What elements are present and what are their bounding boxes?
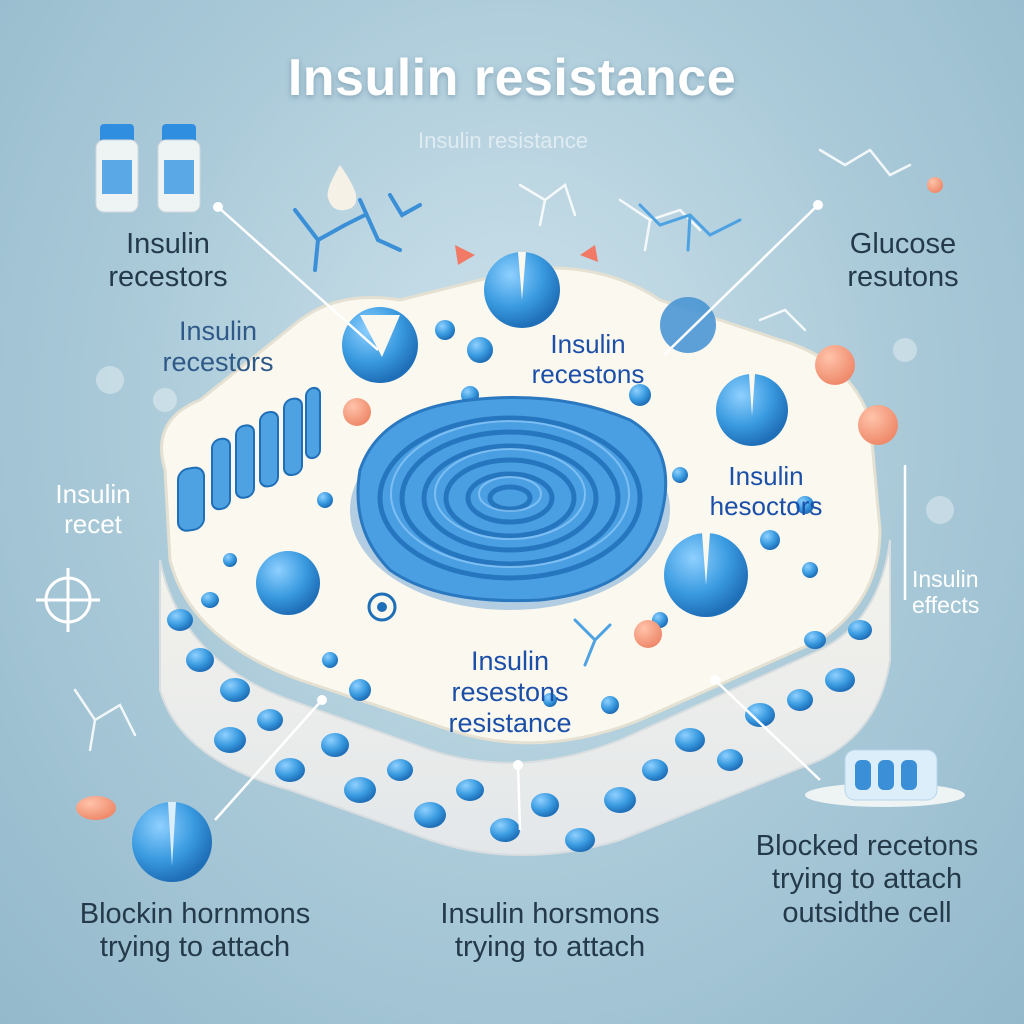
ghost-subtitle: Insulin resistance xyxy=(418,128,588,153)
label-cell-center: Insulin resestons resistance xyxy=(448,646,572,739)
molecule-icon xyxy=(293,193,422,272)
vial-icon xyxy=(95,124,201,213)
label-top-right: Glucose resutons xyxy=(847,228,959,294)
endoplasmic-reticulum xyxy=(177,386,321,532)
vesicle xyxy=(256,551,320,615)
label-bottom-left: Blockin hornmons trying to attach xyxy=(79,898,311,964)
pointer-dots xyxy=(213,200,823,770)
label-cell-top: Insulin recestons xyxy=(531,329,645,389)
receptor-left xyxy=(342,307,418,383)
ghost-figures xyxy=(96,338,954,524)
cell-side-wall xyxy=(159,539,891,856)
molecule-blue-sketch xyxy=(573,203,742,667)
receptor-outside-right xyxy=(660,297,716,353)
cytoplasm-particles xyxy=(223,320,818,714)
label-top-left: Insulin recestors xyxy=(108,228,228,294)
label-bottom-right: Blocked recetons trying to attach outsid… xyxy=(755,830,979,929)
page-title: Insulin resistance xyxy=(287,49,737,107)
receptor-right xyxy=(716,374,788,446)
arrow-markers xyxy=(455,245,598,265)
receptor-bottom-left xyxy=(132,802,212,882)
label-left-mid: Insulin recestors xyxy=(162,316,274,378)
pointer-lines xyxy=(214,204,907,831)
droplet-icon xyxy=(327,165,357,211)
blocked-receptor-tray xyxy=(805,749,965,807)
receptor-top xyxy=(484,252,560,328)
label-left-lower: Insulin recet xyxy=(55,479,131,539)
nucleus xyxy=(350,396,670,610)
membrane-vesicles xyxy=(167,592,872,852)
label-right-side: Insulin effects xyxy=(912,566,980,619)
crosshair-icon xyxy=(36,568,100,632)
molecule-sketches xyxy=(73,148,912,752)
insulin-receptors xyxy=(132,252,788,882)
label-cell-right: Insulin hesoctors xyxy=(709,461,823,521)
glucose-particles xyxy=(76,177,943,820)
receptor-center-right xyxy=(664,533,748,617)
target-marker-icon xyxy=(367,592,397,622)
label-bottom-center: Insulin horsmons trying to attach xyxy=(440,898,660,964)
